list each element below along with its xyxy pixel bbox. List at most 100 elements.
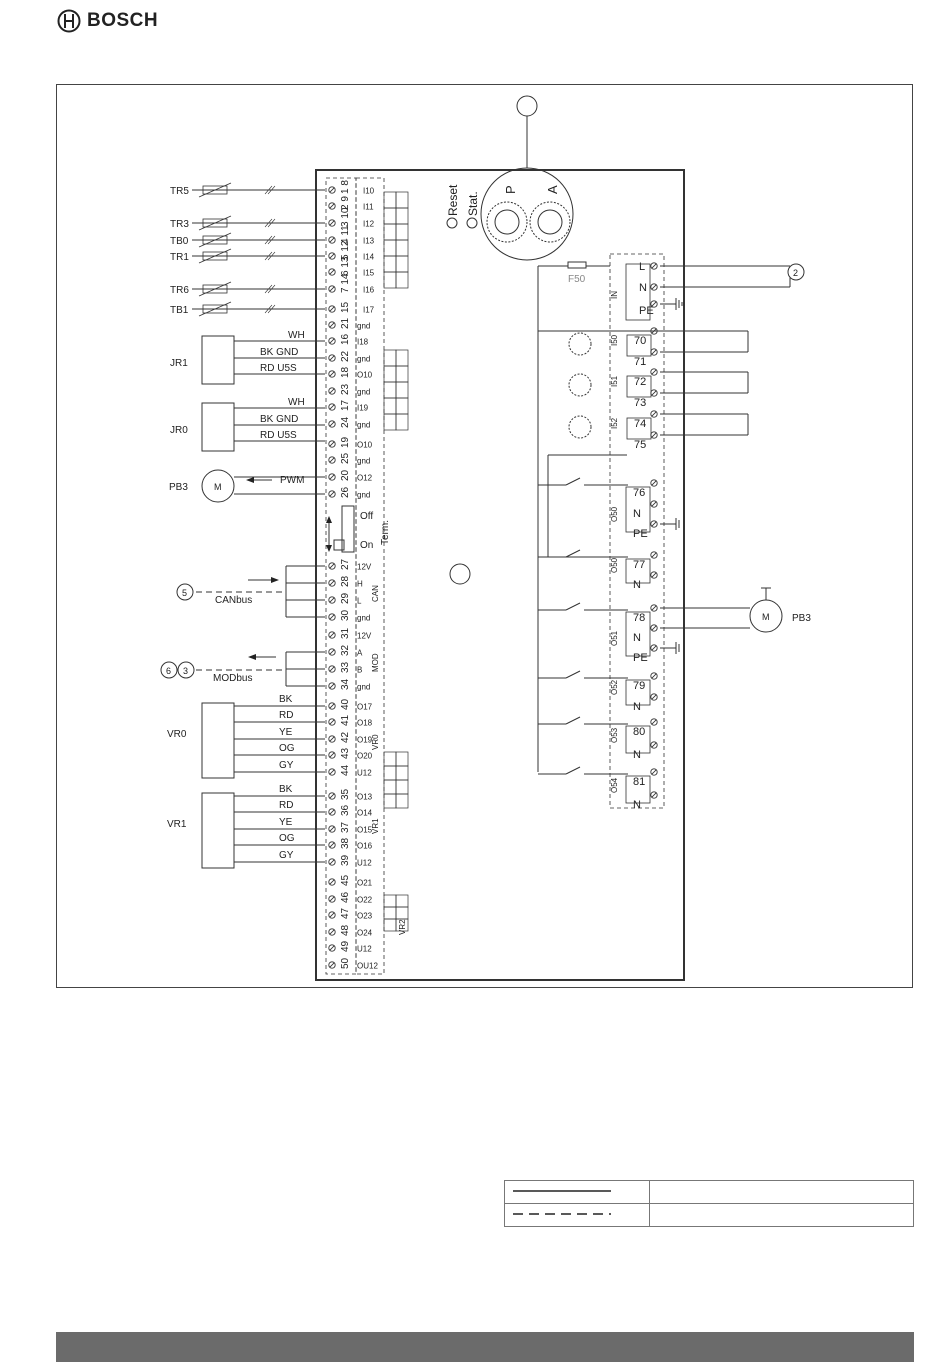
relay-pin-label: 75: [634, 439, 646, 451]
callout-mid: [449, 563, 471, 585]
jr-connector: [383, 397, 397, 415]
relay-switch: [565, 716, 581, 725]
io-label: O21: [357, 879, 373, 888]
relay-symbol: [568, 415, 592, 439]
screw-slot: [329, 441, 335, 447]
sensor-connector: [395, 239, 409, 257]
vr-connector: [395, 751, 409, 767]
vr1-valve: [201, 792, 235, 869]
jr0-wire-color: BK GND: [260, 414, 298, 425]
screw-slot: [329, 203, 335, 209]
solid-line-symbol: [504, 1180, 650, 1204]
screw-slot: [329, 563, 335, 569]
io-label: gnd: [357, 355, 370, 364]
sensor-connector: [383, 239, 397, 257]
jr0-wire-color: RD U5S: [260, 430, 297, 441]
terminal-number: 29: [340, 592, 351, 604]
sensor-slash: [198, 301, 232, 317]
screw-slot: [651, 480, 657, 486]
terminal-number: 20: [340, 469, 351, 481]
output-pin-label: N: [633, 508, 641, 520]
screw-slot: [651, 369, 657, 375]
relay-group-label: I50: [610, 334, 619, 346]
output-group-label: O52: [610, 679, 619, 695]
relay-group-label: I51: [610, 375, 619, 387]
io-label: OU12: [357, 962, 378, 971]
line-legend: [504, 1180, 914, 1227]
io-label: O20: [357, 752, 373, 761]
wire-break-mark: [267, 185, 276, 195]
a-label: A: [545, 185, 560, 194]
screw-slot: [329, 752, 335, 758]
output-box: [625, 725, 651, 754]
screw-slot: [651, 263, 657, 269]
vr1-connector-label: VR1: [371, 818, 380, 834]
screw-slot: [329, 912, 335, 918]
screw-slot: [651, 572, 657, 578]
vr0-valve: [201, 702, 235, 779]
terminal-number: 42: [340, 731, 351, 743]
screw-slot: [329, 632, 335, 638]
footer-bar: [56, 1332, 914, 1362]
sensor-label: TR5: [170, 186, 189, 197]
sensor-slash: [198, 215, 232, 231]
screw-slot: [329, 597, 335, 603]
arrow-head: [326, 545, 332, 552]
vr-connector: [383, 779, 397, 795]
io-label: I15: [363, 269, 375, 278]
motor-symbol: M: [762, 612, 770, 622]
terminal-number: 25: [340, 452, 351, 464]
vr-connector: [383, 751, 397, 767]
terminal-number: 49: [340, 940, 351, 952]
screw-slot: [651, 521, 657, 527]
jr-connector: [383, 413, 397, 431]
reset-led: [446, 217, 458, 229]
reset-label: Reset: [446, 184, 460, 216]
terminal-number: 38: [340, 837, 351, 849]
output-group-label: O50: [610, 557, 619, 573]
can-label: CAN: [371, 585, 380, 602]
io-label: I10: [363, 187, 375, 196]
io-label: I18: [357, 338, 369, 347]
output-pin-label: 80: [633, 726, 645, 738]
vr-connector: [395, 793, 409, 809]
relay-box: [626, 334, 652, 357]
screw-slot: [651, 411, 657, 417]
screw-slot: [329, 457, 335, 463]
callout-6: [160, 661, 178, 679]
a-dial-inner: [537, 209, 563, 235]
power-pin-label: PE: [639, 305, 654, 317]
terminal-number: 27: [340, 558, 351, 570]
screw-slot: [329, 769, 335, 775]
io-label: 12V: [357, 563, 372, 572]
callout-number: 3: [183, 666, 188, 676]
output-group-label: O54: [610, 777, 619, 793]
io-label: I19: [357, 404, 369, 413]
callout-number: 2: [793, 268, 798, 278]
wire-break-mark: [264, 251, 273, 261]
wire-break-mark: [267, 218, 276, 228]
output-pin-label: N: [633, 749, 641, 761]
terminal-number: 32: [340, 644, 351, 656]
sensor-symbol: [202, 251, 228, 261]
arrow-head: [248, 654, 256, 660]
io-label: I12: [363, 220, 375, 229]
terminal-number: 41: [340, 714, 351, 726]
sensor-slash: [198, 232, 232, 248]
terminal-number: 33: [340, 661, 351, 673]
terminal-number: 40: [340, 698, 351, 710]
sensor-slash: [198, 281, 232, 297]
relay-switch: [565, 549, 581, 558]
io-label: O18: [357, 719, 373, 728]
relay-switch: [565, 602, 581, 611]
jr0-wire-color: WH: [288, 397, 305, 408]
terminal-number: 31: [340, 627, 351, 639]
io-label: gnd: [357, 322, 370, 331]
output-pin-label: N: [633, 799, 641, 811]
legend-row-solid: [504, 1180, 914, 1204]
terminal-number: 23: [340, 383, 351, 395]
sensor-connector: [383, 255, 397, 273]
io-label: gnd: [357, 457, 370, 466]
vr-connector: [383, 765, 397, 781]
pb3-label: PB3: [169, 482, 188, 493]
